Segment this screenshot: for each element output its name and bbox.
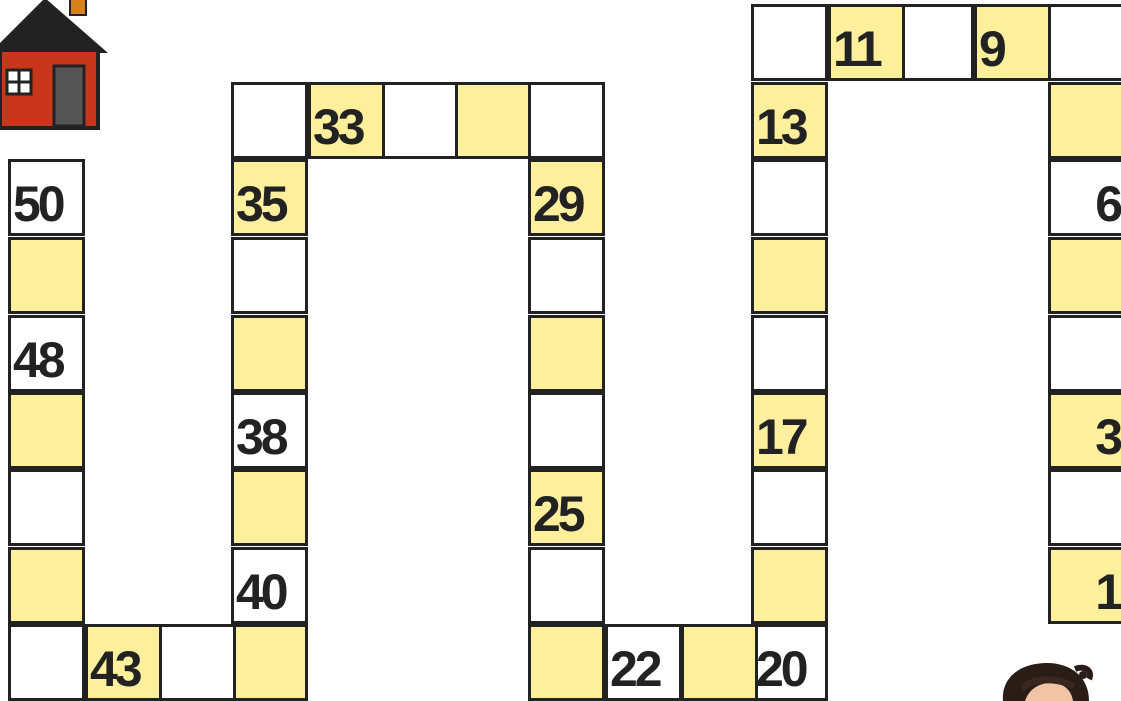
board-square-7 xyxy=(1048,82,1121,159)
board-square-12 xyxy=(751,4,828,81)
board-square-18 xyxy=(751,469,828,546)
board-square-27 xyxy=(528,315,605,392)
house-icon xyxy=(0,0,120,135)
board-square-29: 29 xyxy=(528,159,605,236)
board-square-50: 50 xyxy=(8,159,85,236)
board-square-30 xyxy=(528,82,605,159)
square-number: 40 xyxy=(236,567,286,617)
board-square-20: 20 xyxy=(751,624,828,701)
board-square-14 xyxy=(751,159,828,236)
board-square-17: 17 xyxy=(751,392,828,469)
board-square-10 xyxy=(897,4,974,81)
square-number: 50 xyxy=(13,179,63,229)
square-number: 1 xyxy=(1095,567,1120,617)
board-square-31 xyxy=(454,82,531,159)
board-square-19 xyxy=(751,547,828,624)
board-square-21 xyxy=(681,624,758,701)
board-square-35: 35 xyxy=(231,159,308,236)
board-square-6: 6 xyxy=(1048,159,1121,236)
square-number: 33 xyxy=(313,102,363,152)
board-square-4 xyxy=(1048,315,1121,392)
board-square-8 xyxy=(1048,4,1121,81)
board-square-44 xyxy=(8,624,85,701)
board-square-15 xyxy=(751,237,828,314)
board-square-37 xyxy=(231,315,308,392)
board-square-41 xyxy=(231,624,308,701)
square-number: 6 xyxy=(1095,179,1120,229)
board-square-28 xyxy=(528,237,605,314)
square-number: 9 xyxy=(979,24,1004,74)
square-number: 17 xyxy=(756,412,806,462)
board-square-33: 33 xyxy=(308,82,385,159)
square-number: 3 xyxy=(1095,412,1120,462)
board-square-9: 9 xyxy=(974,4,1051,81)
board-square-1: 1 xyxy=(1048,547,1121,624)
square-number: 38 xyxy=(236,412,286,462)
board-square-23 xyxy=(528,624,605,701)
board-square-39 xyxy=(231,469,308,546)
board-square-48: 48 xyxy=(8,315,85,392)
board-square-3: 3 xyxy=(1048,392,1121,469)
board-square-46 xyxy=(8,469,85,546)
board-square-49 xyxy=(8,237,85,314)
square-number: 20 xyxy=(756,644,806,694)
square-number: 25 xyxy=(533,489,583,539)
board-square-43: 43 xyxy=(85,624,162,701)
board-square-45 xyxy=(8,547,85,624)
square-number: 29 xyxy=(533,179,583,229)
board-square-5 xyxy=(1048,237,1121,314)
square-number: 13 xyxy=(756,102,806,152)
board-square-2 xyxy=(1048,469,1121,546)
square-number: 43 xyxy=(90,644,140,694)
board-square-42 xyxy=(159,624,236,701)
board-square-11: 11 xyxy=(828,4,905,81)
board-square-32 xyxy=(381,82,458,159)
square-number: 48 xyxy=(13,335,63,385)
square-number: 35 xyxy=(236,179,286,229)
board-square-24 xyxy=(528,547,605,624)
board-square-38: 38 xyxy=(231,392,308,469)
board-square-22: 22 xyxy=(605,624,682,701)
square-number: 22 xyxy=(610,644,660,694)
board-square-16 xyxy=(751,315,828,392)
board-square-26 xyxy=(528,392,605,469)
board-square-25: 25 xyxy=(528,469,605,546)
board-square-36 xyxy=(231,237,308,314)
board-square-40: 40 xyxy=(231,547,308,624)
board-square-47 xyxy=(8,392,85,469)
board-square-34 xyxy=(231,82,308,159)
board-square-13: 13 xyxy=(751,82,828,159)
square-number: 11 xyxy=(833,24,880,74)
girl-token-icon xyxy=(985,655,1121,701)
